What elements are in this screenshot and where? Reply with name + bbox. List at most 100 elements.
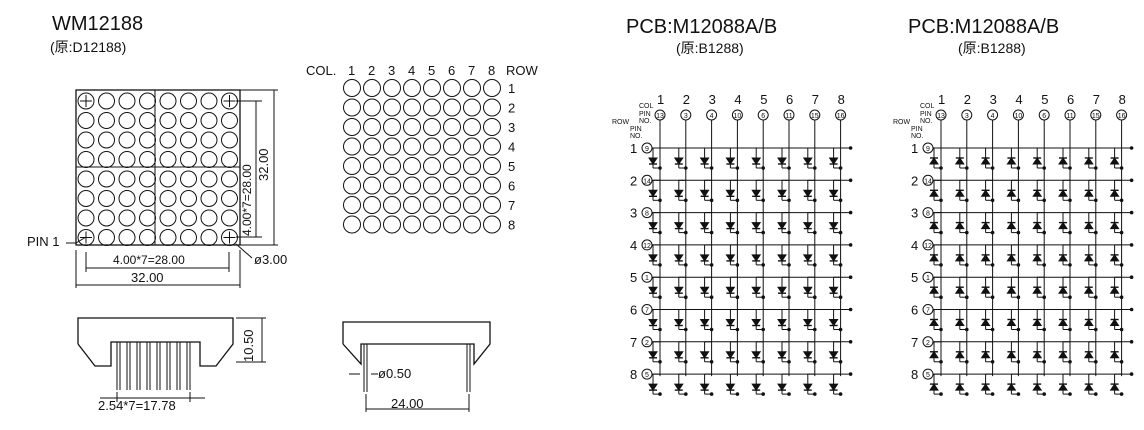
map-led <box>363 79 381 97</box>
diode-icon <box>648 157 658 165</box>
front-led <box>159 112 177 129</box>
junction-dot <box>965 166 969 170</box>
map-led <box>483 215 501 234</box>
front-led <box>180 170 197 188</box>
junction-dot <box>939 392 943 396</box>
front-view <box>66 89 278 288</box>
schematic-a-title: PCB:M12088A/B <box>626 16 777 38</box>
junction-dot <box>709 166 714 170</box>
col-pin-4: 4 <box>991 113 995 120</box>
hdr-pin: PIN <box>639 111 651 118</box>
junction-dot <box>939 166 943 170</box>
front-led <box>221 131 238 149</box>
front-led <box>180 92 197 110</box>
front-led <box>180 229 197 246</box>
junction-dot <box>939 295 943 300</box>
junction-dot <box>1094 198 1098 203</box>
diode-icon <box>954 286 965 294</box>
front-led <box>118 151 136 168</box>
junction-dot <box>838 360 843 364</box>
diode-icon <box>777 189 787 198</box>
map-led <box>443 98 461 117</box>
map-led <box>443 215 461 234</box>
row-number-6: 6 <box>911 303 918 318</box>
hdr-pin2: PIN <box>911 126 923 133</box>
row-span: 24.00 <box>391 396 424 411</box>
junction-dot <box>1119 198 1124 203</box>
map-led <box>463 98 481 117</box>
map-led <box>443 176 461 195</box>
front-led <box>98 112 115 129</box>
hdr-pin: PIN <box>920 111 932 118</box>
dim-width: 32.00 <box>131 270 164 285</box>
junction-dot <box>1042 230 1046 235</box>
front-led <box>159 131 177 149</box>
junction-dot <box>709 327 714 332</box>
map-led <box>403 118 421 136</box>
row-pin-5: 5 <box>645 372 649 379</box>
junction-dot <box>1016 166 1021 170</box>
map-led <box>383 137 401 156</box>
diode-icon <box>1032 157 1043 165</box>
diode-icon <box>1083 157 1094 165</box>
junction-dot <box>1016 198 1021 203</box>
front-led <box>200 112 218 129</box>
row-end-dot <box>1129 340 1134 344</box>
junction-dot <box>787 392 791 396</box>
diode-icon <box>929 189 939 197</box>
map-led <box>463 137 481 156</box>
row-end-dot <box>848 178 853 183</box>
junction-dot <box>1068 360 1072 364</box>
junction-dot <box>709 360 714 364</box>
junction-dot <box>1042 295 1046 300</box>
junction-dot <box>787 198 791 203</box>
diode-icon <box>725 189 736 198</box>
junction-dot <box>658 327 662 332</box>
diode-icon <box>980 318 991 326</box>
diode-icon <box>673 189 684 198</box>
diode-icon <box>725 319 736 327</box>
diode-icon <box>777 351 787 359</box>
diode-icon <box>1109 253 1120 262</box>
row-number-1: 1 <box>630 141 637 156</box>
junction-dot <box>735 327 740 332</box>
diode-icon <box>1006 189 1017 197</box>
diode-icon <box>1083 318 1094 326</box>
col-number-4: 4 <box>1015 92 1022 107</box>
row-end-dot <box>848 340 853 344</box>
front-led <box>98 151 115 168</box>
front-led <box>98 170 115 188</box>
junction-dot <box>813 198 817 203</box>
col-pin-6: 6 <box>1042 113 1046 120</box>
junction-dot <box>1119 295 1124 300</box>
diode-icon <box>1032 350 1043 359</box>
diode-icon <box>648 319 658 327</box>
diode-icon <box>751 351 762 359</box>
diode-icon <box>1109 189 1120 197</box>
map-led <box>483 157 501 175</box>
map-led <box>343 118 361 136</box>
diode-icon <box>929 383 939 391</box>
diode-icon <box>1006 221 1017 230</box>
junction-dot <box>939 263 943 267</box>
junction-dot <box>1094 392 1098 396</box>
diode-icon <box>1083 189 1094 197</box>
junction-dot <box>1068 166 1072 170</box>
diode-icon <box>980 221 991 230</box>
diode-icon <box>954 189 965 197</box>
map-led <box>443 79 461 97</box>
diode-icon <box>777 157 787 165</box>
col-number-2: 2 <box>964 92 971 107</box>
junction-dot <box>1042 392 1046 396</box>
diode-icon <box>1083 286 1094 294</box>
map-led <box>383 215 401 234</box>
junction-dot <box>813 263 817 267</box>
front-led <box>77 170 95 188</box>
diode-icon <box>1032 286 1043 294</box>
row-number-3: 3 <box>508 120 515 135</box>
front-led <box>118 170 136 188</box>
diode-icon <box>725 351 736 359</box>
row-end-dot <box>848 146 853 150</box>
map-led <box>383 157 401 175</box>
